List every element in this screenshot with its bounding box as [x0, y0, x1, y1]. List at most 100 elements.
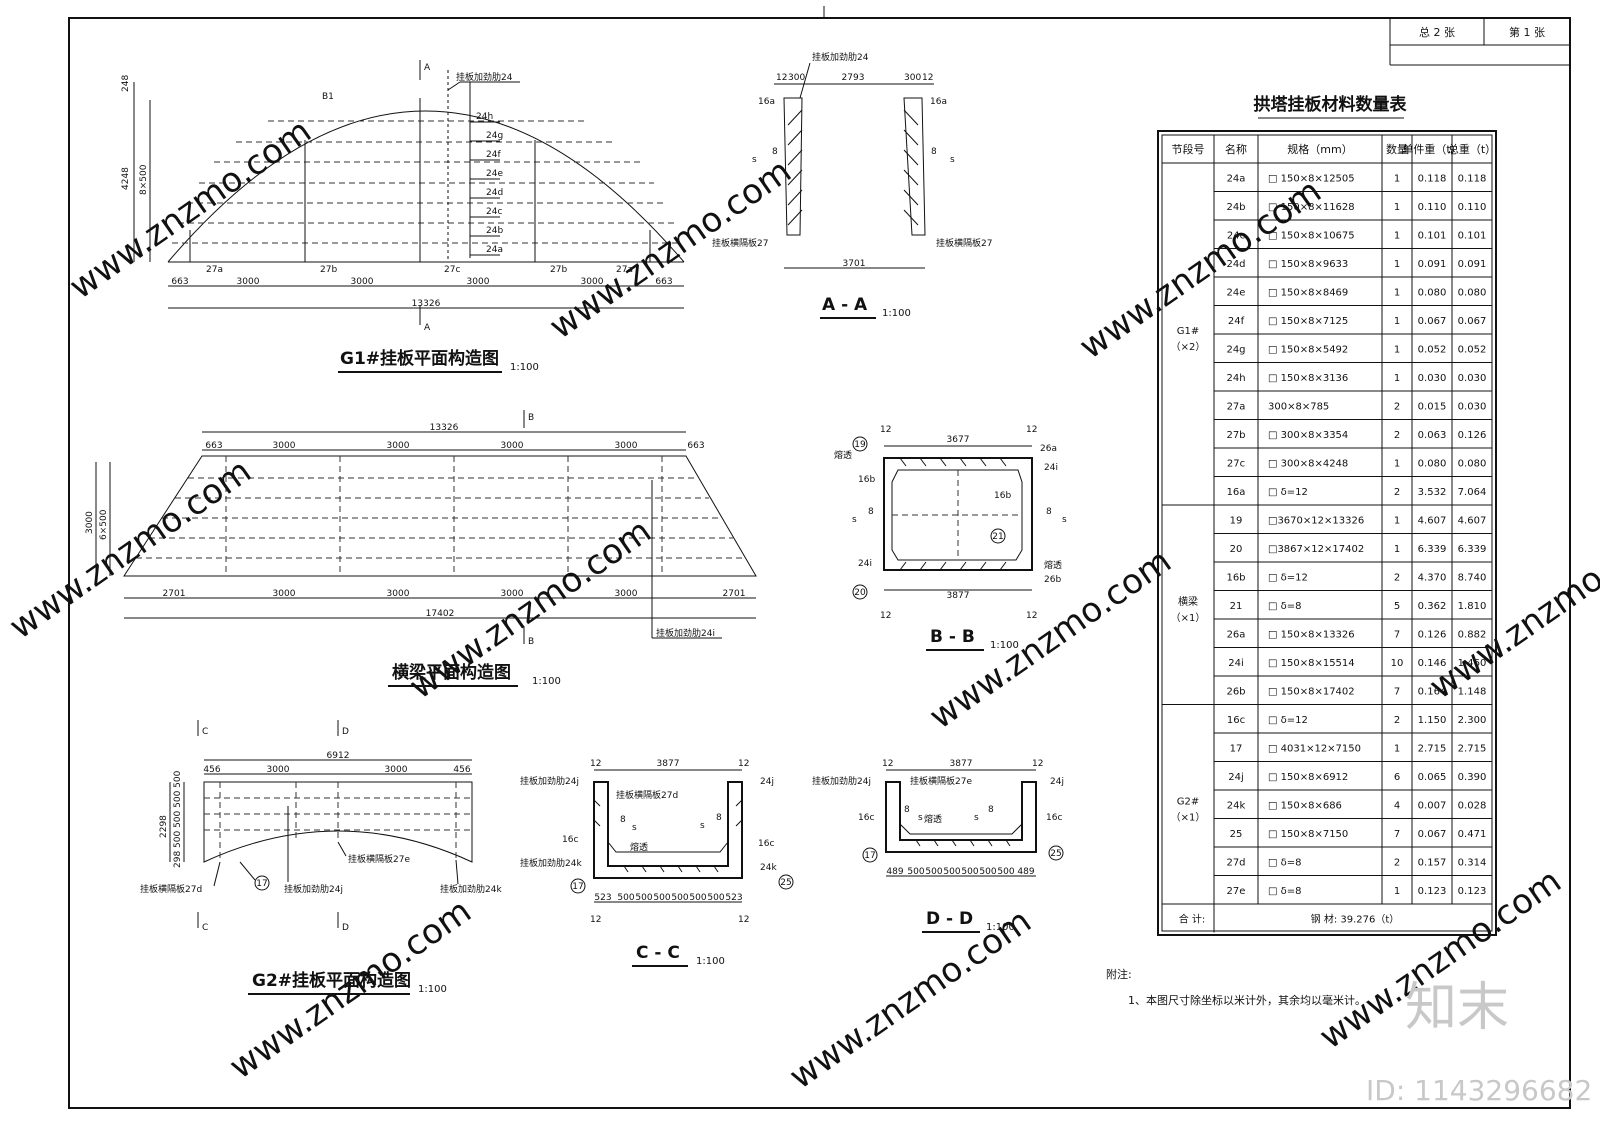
table-cell-unit-weight: 0.052	[1418, 344, 1447, 355]
beam-view: B B 13326 663 3000 3000 3000 3000 663 30…	[85, 410, 757, 687]
table-cell-total-weight: 1.810	[1458, 601, 1487, 612]
table-cell-spec: □ δ=12	[1268, 572, 1308, 583]
g1-rib-label-a: 24a	[486, 245, 503, 255]
beam-top-dim-6: 663	[687, 441, 704, 451]
table-cell-spec: □ 300×8×4248	[1268, 458, 1348, 469]
dd-top-3877: 3877	[950, 759, 973, 769]
table-cell-unit-weight: 0.123	[1418, 886, 1447, 897]
g1-arch-curve	[167, 110, 685, 263]
bb-weld-text-left: 熔透	[834, 449, 852, 461]
beam-top-dim-3: 3000	[387, 441, 410, 451]
dd-callout-24j-left: 挂板加劲肋24j	[812, 775, 871, 787]
table-cell-spec: □ 150×8×17402	[1268, 686, 1355, 697]
g1-dim-4: 3000	[467, 277, 490, 287]
g1-rib-label-d: 24d	[486, 188, 503, 198]
g1-rib-label-f: 24f	[486, 150, 501, 160]
beam-bot-dim-3: 3000	[387, 589, 410, 599]
bb-label-26a: 26a	[1040, 444, 1057, 454]
table-cell-spec: □ 150×8×7125	[1268, 316, 1348, 327]
table-cell-spec: □ 150×8×12505	[1268, 173, 1355, 184]
table-cell-qty: 1	[1394, 259, 1400, 270]
beam-title: 横梁平面构造图	[392, 662, 511, 683]
g1-part-label-4: 27b	[550, 265, 567, 275]
table-cell-unit-weight: 0.015	[1418, 401, 1447, 412]
table-cell-name: 24d	[1226, 259, 1245, 270]
table-cell-name: 26b	[1226, 686, 1245, 697]
table-cell-total-weight: 0.067	[1458, 316, 1487, 327]
table-cell-spec: □ 150×8×3136	[1268, 373, 1348, 384]
g1-part-label-5: 27a	[616, 265, 633, 275]
g2-title: G2#挂板平面构造图	[252, 970, 411, 991]
table-cell-spec: □ δ=8	[1268, 886, 1302, 897]
beam-top-dim-5: 3000	[615, 441, 638, 451]
dd-bot-5: 500	[961, 867, 978, 877]
dd-weld-right: 8	[988, 805, 994, 815]
bb-title: B - B	[930, 627, 975, 647]
table-group-mult: （×1）	[1171, 612, 1206, 624]
table-cell-total-weight: 0.028	[1458, 800, 1487, 811]
table-total-value: 钢 材: 39.276（t）	[1311, 912, 1400, 925]
dd-bot-6: 500	[979, 867, 996, 877]
table-cell-spec: □ δ=8	[1268, 601, 1302, 612]
sheet-current: 第 1 张	[1509, 25, 1545, 39]
g1-scale: 1:100	[510, 362, 539, 373]
bb-mark-21: 21	[992, 532, 1003, 542]
table-cell-qty: 10	[1391, 658, 1404, 669]
watermark-layer: www.znzmo.com www.znzmo.com www.znzmo.co…	[2, 111, 1600, 1107]
cc-bot-1: 523	[594, 893, 611, 903]
table-cell-total-weight: 8.740	[1458, 572, 1487, 583]
bb-weld-right: 8	[1046, 507, 1052, 517]
table-cells: 节段号名称规格（mm）数量单件重（t）总重（t）24a□ 150×8×12505…	[1171, 142, 1497, 925]
table-cell-total-weight: 7.064	[1458, 487, 1487, 498]
table-cell-total-weight: 4.607	[1458, 515, 1487, 526]
table-cell-spec: □ 150×8×7150	[1268, 829, 1348, 840]
cc-bot-2: 500	[617, 893, 634, 903]
table-cell-spec: □ 150×8×686	[1268, 800, 1342, 811]
g1-rib-label-e: 24e	[486, 169, 503, 179]
bb-top-3677: 3677	[947, 435, 970, 445]
table-cell-total-weight: 2.715	[1458, 743, 1487, 754]
table-cell-qty: 1	[1394, 316, 1400, 327]
dd-view: 12 3877 12 489 500 500 500 500 500 500 4…	[812, 759, 1064, 933]
beam-section-b-top: B	[528, 413, 534, 423]
table-cell-spec: □ 4031×12×7150	[1268, 743, 1361, 754]
aa-view: 12 300 2793 300 12 3701 挂板加劲肋24 16a 16a …	[712, 51, 992, 319]
table-cell-total-weight: 0.080	[1458, 458, 1487, 469]
dd-bot-7: 500	[997, 867, 1014, 877]
aa-partition-right: 挂板横隔板27	[936, 237, 992, 249]
table-cell-name: 26a	[1227, 629, 1246, 640]
aa-dim-12r: 12	[922, 73, 933, 83]
aa-title: A - A	[822, 295, 868, 315]
table-cell-qty: 1	[1394, 173, 1400, 184]
sheet-counter: 总 2 张 第 1 张	[1389, 17, 1571, 66]
dd-bot-1: 489	[886, 867, 903, 877]
notes-line-1: 1、本图尺寸除坐标以米计外，其余均以毫米计。	[1128, 993, 1366, 1007]
cc-bot-4: 500	[653, 893, 670, 903]
watermark-text-2: www.znzmo.com	[542, 151, 798, 347]
table-group-name: G1#	[1177, 326, 1200, 337]
table-cell-total-weight: 0.080	[1458, 287, 1487, 298]
g1-part-label-2: 27b	[320, 265, 337, 275]
table-cell-unit-weight: 0.118	[1418, 173, 1447, 184]
beam-total-bottom: 17402	[426, 609, 455, 619]
aa-weld-right: 8	[931, 147, 937, 157]
table-cell-name: 24f	[1228, 316, 1245, 327]
table-cell-spec: □ δ=12	[1268, 715, 1308, 726]
table-cell-spec: □ 150×8×5492	[1268, 344, 1348, 355]
table-cell-name: 27c	[1227, 458, 1245, 469]
g1-view: A A B1 248 4248 8×500 663 3000 3000 3000…	[121, 60, 685, 373]
table-cell-total-weight: 0.390	[1458, 772, 1487, 783]
bb-weld-text-right: 熔透	[1044, 559, 1062, 571]
dd-bot-3: 500	[925, 867, 942, 877]
cc-mark-25: 25	[780, 878, 791, 888]
table-cell-total-weight: 1.148	[1458, 686, 1487, 697]
table-cell-name: 17	[1230, 743, 1243, 754]
g1-top-dim: 248	[121, 75, 131, 92]
g1-rib-label-b: 24b	[486, 226, 503, 236]
table-cell-spec: □ 150×8×10675	[1268, 230, 1355, 241]
cc-weld-left: 8	[620, 815, 626, 825]
g2-callout-27e: 挂板横隔板27e	[348, 853, 410, 865]
table-cell-total-weight: 0.030	[1458, 373, 1487, 384]
table-cell-spec: □ 150×8×13326	[1268, 629, 1355, 640]
